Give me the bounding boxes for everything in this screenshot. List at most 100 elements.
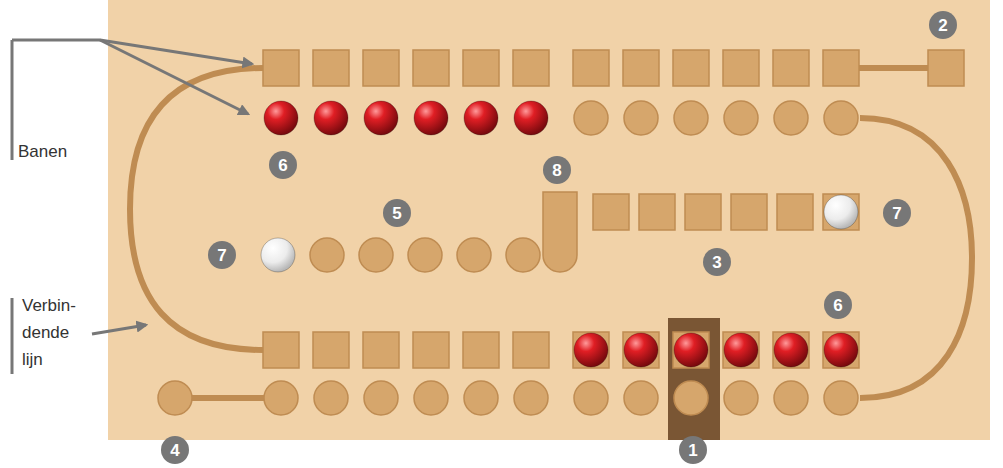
callout-number: 7 bbox=[883, 199, 911, 227]
red-marble bbox=[414, 101, 448, 135]
callout-number: 1 bbox=[679, 436, 707, 464]
round-slot bbox=[624, 381, 658, 415]
square-slot bbox=[673, 332, 709, 368]
square-slot bbox=[573, 50, 609, 86]
square-slot bbox=[263, 332, 299, 368]
square-slot bbox=[573, 332, 609, 368]
callout-number: 6 bbox=[269, 151, 297, 179]
callout-text: 1 bbox=[688, 442, 697, 459]
square-slot bbox=[513, 332, 549, 368]
round-slot bbox=[359, 238, 393, 272]
square-slot bbox=[723, 50, 759, 86]
round-slot bbox=[264, 381, 298, 415]
square-slot bbox=[263, 50, 299, 86]
square-slot bbox=[623, 332, 659, 368]
square-slot bbox=[639, 194, 675, 230]
square-slot bbox=[313, 332, 349, 368]
round-slot bbox=[624, 101, 658, 135]
square-slot bbox=[823, 50, 859, 86]
square-slot bbox=[777, 194, 813, 230]
white-marble bbox=[261, 238, 295, 272]
callout-text: 4 bbox=[170, 442, 179, 459]
square-slot bbox=[363, 50, 399, 86]
highlight-column bbox=[668, 318, 720, 440]
leader-line bbox=[12, 40, 252, 64]
round-slot bbox=[364, 381, 398, 415]
square-slot bbox=[513, 50, 549, 86]
round-slot bbox=[506, 238, 540, 272]
leader-line bbox=[92, 325, 146, 334]
leader-line bbox=[100, 40, 248, 114]
round-slot bbox=[674, 381, 708, 415]
round-slot bbox=[464, 381, 498, 415]
red-marble bbox=[314, 101, 348, 135]
connecting-line bbox=[858, 65, 930, 71]
callout-text: 7 bbox=[892, 205, 901, 222]
red-marble bbox=[774, 333, 808, 367]
callout-number: 7 bbox=[208, 241, 236, 269]
red-marble bbox=[724, 333, 758, 367]
square-slot bbox=[623, 50, 659, 86]
callout-text: 8 bbox=[552, 162, 561, 179]
callout-number: 3 bbox=[703, 248, 731, 276]
red-marble bbox=[574, 333, 608, 367]
connecting-line bbox=[860, 118, 972, 398]
callout-text: 3 bbox=[712, 254, 721, 271]
red-marble bbox=[624, 333, 658, 367]
square-slot bbox=[823, 194, 859, 230]
square-slot bbox=[313, 50, 349, 86]
square-slot bbox=[731, 194, 767, 230]
board-ground bbox=[108, 0, 990, 440]
white-marble bbox=[824, 195, 858, 229]
callout-text: 6 bbox=[278, 157, 287, 174]
callout-text: 7 bbox=[217, 247, 226, 264]
square-slot bbox=[593, 194, 629, 230]
callout-text: 2 bbox=[938, 17, 947, 34]
round-slot bbox=[674, 101, 708, 135]
round-slot bbox=[514, 381, 548, 415]
square-slot bbox=[773, 332, 809, 368]
leader-line bbox=[11, 298, 14, 374]
red-marble bbox=[264, 101, 298, 135]
round-slot bbox=[574, 101, 608, 135]
round-slot bbox=[724, 101, 758, 135]
red-marble bbox=[364, 101, 398, 135]
red-marble bbox=[674, 333, 708, 367]
round-slot bbox=[457, 238, 491, 272]
u-slot bbox=[543, 192, 577, 272]
round-slot bbox=[414, 381, 448, 415]
connecting-line bbox=[190, 395, 265, 401]
square-slot bbox=[463, 50, 499, 86]
round-slot bbox=[824, 381, 858, 415]
square-slot bbox=[673, 50, 709, 86]
square-slot bbox=[363, 332, 399, 368]
round-slot bbox=[314, 381, 348, 415]
callout-number: 5 bbox=[383, 199, 411, 227]
round-slot bbox=[774, 381, 808, 415]
round-slot bbox=[724, 381, 758, 415]
callout-number: 2 bbox=[929, 11, 957, 39]
square-slot bbox=[685, 194, 721, 230]
callout-text: 5 bbox=[392, 205, 401, 222]
connecting-line-label: Verbin- dende lijn bbox=[22, 292, 84, 373]
square-slot bbox=[773, 50, 809, 86]
round-slot bbox=[774, 101, 808, 135]
red-marble bbox=[464, 101, 498, 135]
lanes-label: Banen bbox=[18, 138, 67, 165]
round-slot bbox=[574, 381, 608, 415]
red-marble bbox=[824, 333, 858, 367]
square-slot bbox=[928, 50, 964, 86]
square-slot bbox=[413, 50, 449, 86]
round-slot bbox=[824, 101, 858, 135]
callout-number: 8 bbox=[543, 156, 571, 184]
callout-text: 6 bbox=[833, 297, 842, 314]
red-marble bbox=[514, 101, 548, 135]
square-slot bbox=[463, 332, 499, 368]
round-slot bbox=[310, 238, 344, 272]
callout-number: 4 bbox=[161, 436, 189, 464]
callout-number: 6 bbox=[824, 291, 852, 319]
round-slot bbox=[158, 381, 192, 415]
round-slot bbox=[408, 238, 442, 272]
